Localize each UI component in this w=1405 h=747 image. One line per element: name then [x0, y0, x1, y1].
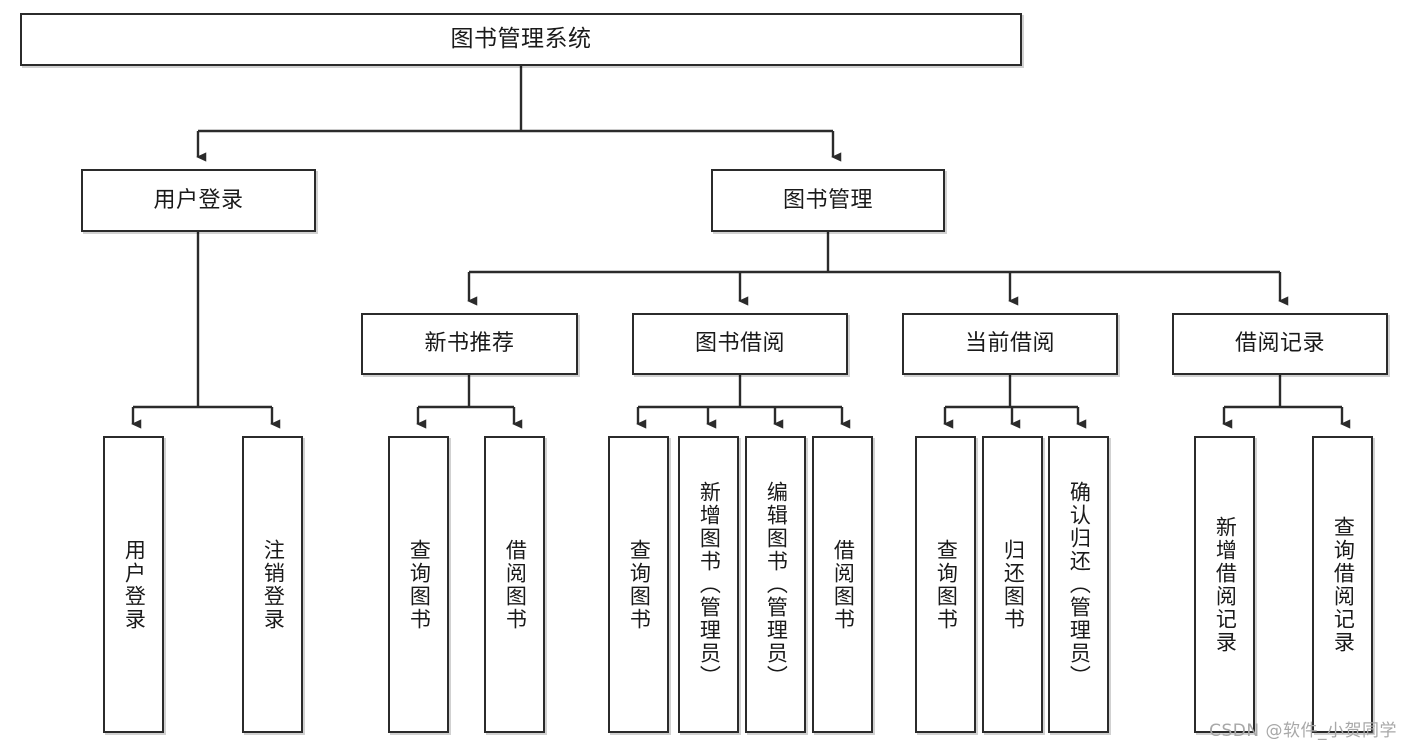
csdn-watermark: CSDN @软件_小贺同学 [1209, 721, 1397, 741]
node-current-borrow[interactable]: 当前借阅 [902, 313, 1118, 375]
node-new-book-recommend-label: 新书推荐 [424, 331, 515, 357]
node-user-login-label: 用户登录 [153, 187, 244, 213]
node-leaf-confirm-return[interactable]: 确认归还（管理员） [1048, 436, 1109, 733]
node-leaf-query-record[interactable]: 查询借阅记录 [1312, 436, 1373, 733]
node-leaf-query-book-1-label: 查询图书 [407, 538, 432, 631]
node-user-login[interactable]: 用户登录 [81, 169, 316, 232]
node-new-book-recommend[interactable]: 新书推荐 [361, 313, 578, 375]
node-leaf-confirm-return-label: 确认归还（管理员） [1067, 481, 1092, 688]
node-borrow-record-label: 借阅记录 [1234, 331, 1325, 357]
node-leaf-edit-book-admin-label: 编辑图书（管理员） [764, 481, 789, 688]
node-leaf-borrow-book-2-label: 借阅图书 [831, 538, 856, 631]
node-book-management[interactable]: 图书管理 [711, 169, 945, 232]
node-root[interactable]: 图书管理系统 [20, 13, 1022, 66]
node-leaf-query-book-3[interactable]: 查询图书 [915, 436, 976, 733]
node-leaf-edit-book-admin[interactable]: 编辑图书（管理员） [745, 436, 806, 733]
node-leaf-add-record[interactable]: 新增借阅记录 [1194, 436, 1255, 733]
node-book-borrow[interactable]: 图书借阅 [632, 313, 848, 375]
node-leaf-user-logout[interactable]: 注销登录 [242, 436, 303, 733]
node-leaf-add-book-admin-label: 新增图书（管理员） [697, 481, 722, 688]
node-leaf-query-book-2[interactable]: 查询图书 [608, 436, 669, 733]
node-leaf-query-book-3-label: 查询图书 [934, 538, 959, 631]
node-leaf-query-record-label: 查询借阅记录 [1331, 515, 1356, 654]
node-leaf-borrow-book-1-label: 借阅图书 [503, 538, 528, 631]
node-leaf-return-book-label: 归还图书 [1001, 538, 1026, 631]
node-leaf-user-login-label: 用户登录 [122, 538, 147, 631]
node-book-borrow-label: 图书借阅 [694, 331, 785, 357]
node-book-management-label: 图书管理 [782, 187, 873, 213]
node-leaf-return-book[interactable]: 归还图书 [982, 436, 1043, 733]
node-root-label: 图书管理系统 [450, 25, 592, 52]
node-leaf-add-record-label: 新增借阅记录 [1213, 515, 1238, 654]
node-leaf-query-book-1[interactable]: 查询图书 [388, 436, 449, 733]
node-leaf-add-book-admin[interactable]: 新增图书（管理员） [678, 436, 739, 733]
node-borrow-record[interactable]: 借阅记录 [1172, 313, 1388, 375]
node-leaf-borrow-book-1[interactable]: 借阅图书 [484, 436, 545, 733]
node-current-borrow-label: 当前借阅 [964, 331, 1055, 357]
node-leaf-user-login[interactable]: 用户登录 [103, 436, 164, 733]
node-leaf-borrow-book-2[interactable]: 借阅图书 [812, 436, 873, 733]
node-leaf-user-logout-label: 注销登录 [261, 538, 286, 631]
node-leaf-query-book-2-label: 查询图书 [627, 538, 652, 631]
